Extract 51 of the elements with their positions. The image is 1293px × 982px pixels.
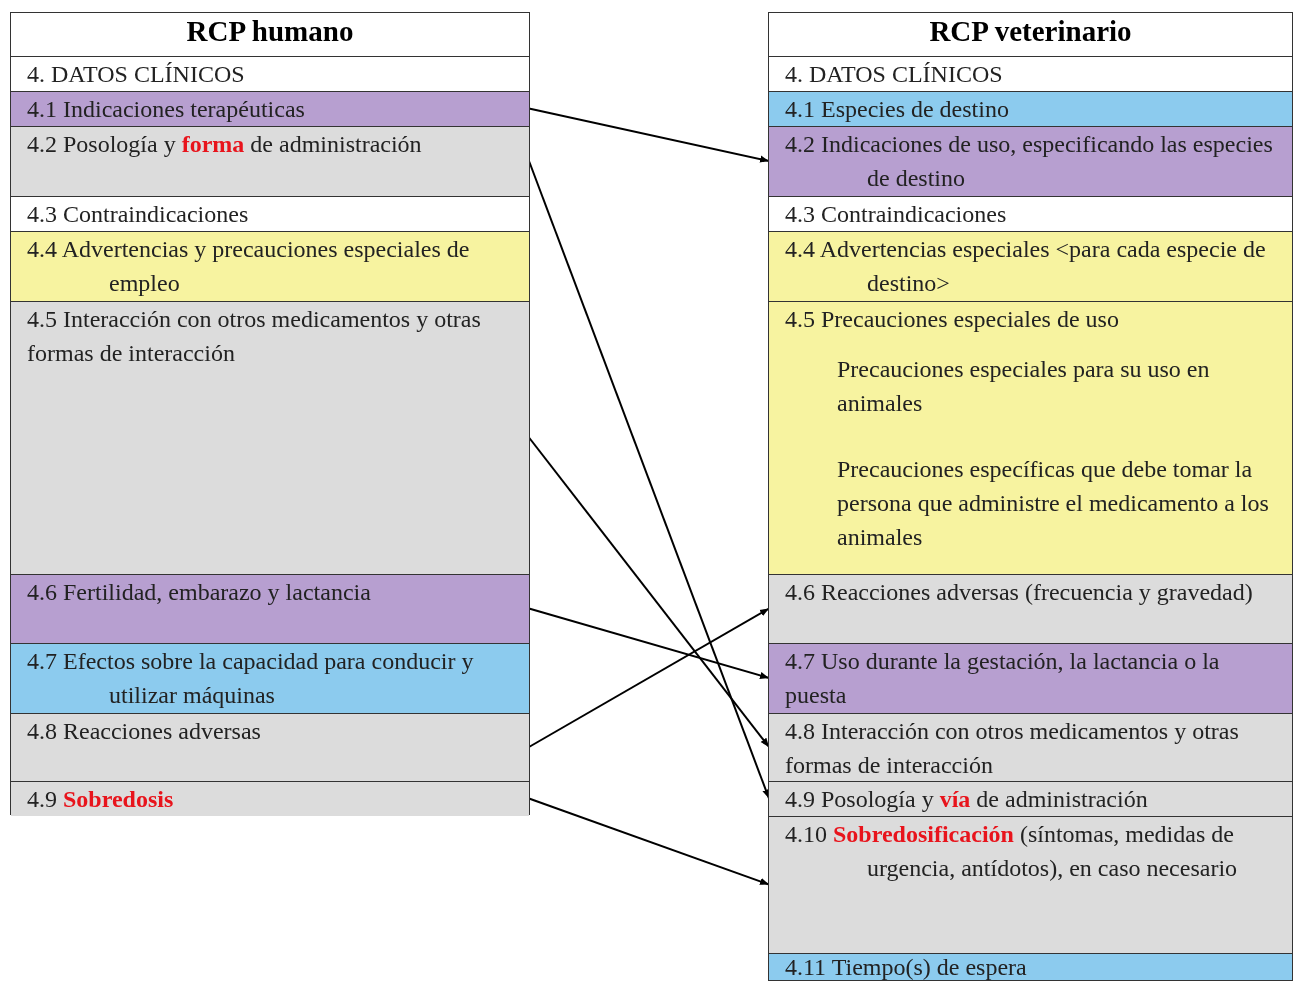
table-row bbox=[769, 781, 1292, 816]
table bbox=[768, 12, 1293, 981]
row-text: 4.8 Reacciones adversas bbox=[27, 717, 262, 746]
row-text: 4.1 Indicaciones terapéuticas bbox=[27, 95, 306, 124]
row-text: 4.7 Uso durante la gestación, la lactancia o la puesta bbox=[785, 647, 1221, 710]
arrow bbox=[528, 436, 770, 748]
table-row bbox=[11, 126, 529, 196]
table-row bbox=[11, 713, 529, 781]
table-row bbox=[769, 816, 1292, 953]
row-text: 4.5 Interacción con otros medicamentos y otras formas de interacción bbox=[27, 305, 482, 368]
table-row bbox=[769, 713, 1292, 781]
table-title: RCP veterinario bbox=[928, 15, 1133, 48]
table-row bbox=[11, 574, 529, 643]
table-row bbox=[11, 781, 529, 816]
table-row bbox=[769, 643, 1292, 713]
table-row bbox=[769, 231, 1292, 301]
row-text: 4.4 Advertencias y precauciones especiales de empleo bbox=[27, 235, 471, 298]
row-text: 4.9 Posología y vía de administración bbox=[785, 785, 1149, 814]
row-note: Precauciones especiales para su uso en animales bbox=[837, 355, 1211, 418]
arrow bbox=[528, 607, 770, 748]
row-text: 4.5 Precauciones especiales de uso bbox=[785, 305, 1120, 334]
table-row bbox=[11, 91, 529, 126]
row-text: 4.11 Tiempo(s) de espera bbox=[785, 954, 1028, 980]
row-text: 4.6 Reacciones adversas (frecuencia y gravedad) bbox=[785, 578, 1254, 607]
row-text: 4.7 Efectos sobre la capacidad para conducir y utilizar máquinas bbox=[27, 647, 475, 710]
row-text: 4.3 Contraindicaciones bbox=[785, 200, 1008, 229]
row-text: 4. DATOS CLÍNICOS bbox=[785, 60, 1004, 89]
table-row bbox=[11, 301, 529, 574]
arrow bbox=[528, 160, 770, 800]
row-note: Precauciones específicas que debe tomar la persona que administre el medicamento a los animales bbox=[837, 455, 1270, 552]
row-text: 4.9 Sobredosis bbox=[27, 785, 175, 814]
row-text: 4.2 Indicaciones de uso, especificando las especies de destino bbox=[785, 130, 1274, 193]
row-text: 4.1 Especies de destino bbox=[785, 95, 1010, 124]
row-text: 4.2 Posología y forma de administración bbox=[27, 130, 423, 159]
table-row bbox=[769, 91, 1292, 126]
table-row bbox=[11, 231, 529, 301]
row-text: 4.4 Advertencias especiales <para cada especie de destino> bbox=[785, 235, 1267, 298]
table-row bbox=[769, 301, 1292, 574]
table-row bbox=[769, 953, 1292, 980]
table-title: RCP humano bbox=[185, 15, 355, 48]
arrow bbox=[528, 607, 770, 679]
table bbox=[10, 12, 530, 815]
row-text: 4.6 Fertilidad, embarazo y lactancia bbox=[27, 578, 372, 607]
table-row bbox=[11, 643, 529, 713]
arrow bbox=[528, 797, 770, 886]
table-row bbox=[769, 574, 1292, 643]
row-text: 4.10 Sobredosificación (síntomas, medidas de urgencia, antídotos), en caso necesario bbox=[785, 820, 1239, 883]
row-text: 4.3 Contraindicaciones bbox=[27, 200, 250, 229]
row-text: 4. DATOS CLÍNICOS bbox=[27, 60, 246, 89]
table-row bbox=[769, 126, 1292, 196]
arrow bbox=[528, 107, 770, 163]
